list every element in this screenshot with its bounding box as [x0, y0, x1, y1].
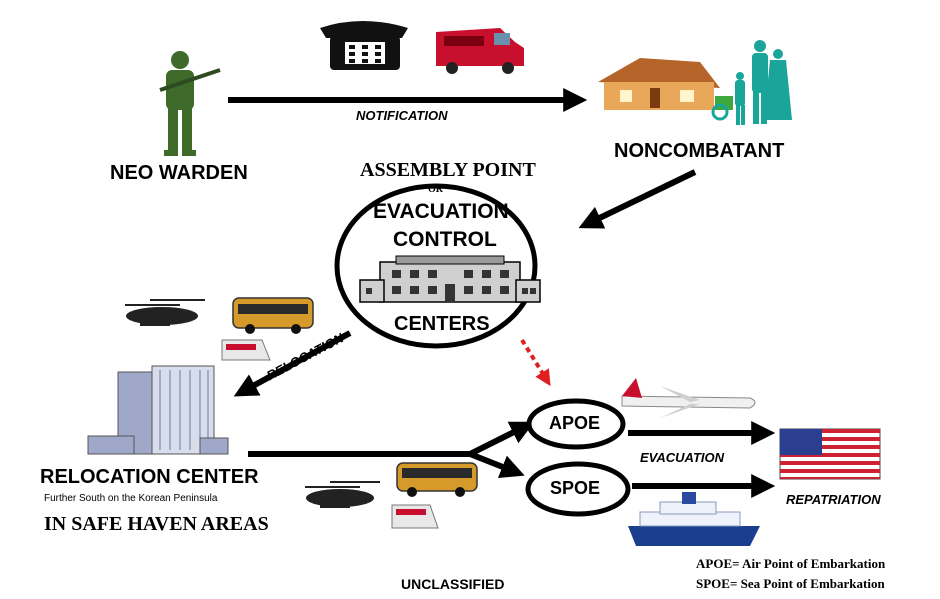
evacuation-node-label: EVACUATION — [373, 200, 509, 223]
apoe-label: APOE — [549, 413, 601, 433]
apoe-definition: APOE= Air Point of Embarkation — [696, 556, 886, 571]
notification-label: NOTIFICATION — [356, 108, 448, 123]
spoe-label: SPOE — [550, 478, 601, 498]
assembly-point-label: ASSEMBLY POINT — [360, 159, 536, 181]
noncombatant-label: NONCOMBATANT — [614, 140, 785, 162]
spoe-ellipse — [525, 461, 631, 517]
to-apoe-arrow — [468, 421, 535, 457]
to-apoe-dotted-arrow — [520, 338, 551, 387]
classification-label: UNCLASSIFIED — [401, 576, 505, 592]
bus-icon — [396, 462, 478, 497]
to-spoe-arrow — [468, 451, 525, 478]
van-icon — [436, 28, 524, 74]
apoe-ellipse — [526, 398, 626, 450]
centers-label: CENTERS — [394, 313, 490, 335]
ship-icon — [628, 492, 760, 546]
spoe-definition: SPOE= Sea Point of Embarkation — [696, 576, 885, 591]
train-icon — [221, 339, 271, 361]
evacuation-edge-label: EVACUATION — [640, 450, 725, 465]
family-icon — [711, 40, 792, 125]
us-flag-icon — [779, 428, 881, 480]
or-label: OR — [428, 184, 443, 195]
control-label: CONTROL — [393, 228, 497, 251]
hospital-building-icon — [87, 365, 229, 455]
bus-icon — [232, 297, 314, 334]
soldier-icon — [159, 51, 221, 156]
helicopter-icon — [125, 299, 205, 326]
safe-haven-label: IN SAFE HAVEN AREAS — [44, 513, 269, 535]
neo-warden-label: NEO WARDEN — [110, 162, 248, 184]
telephone-icon — [320, 21, 408, 70]
relocation-center-label: RELOCATION CENTER — [40, 466, 259, 488]
relocation-arrow — [233, 330, 352, 397]
train-icon — [391, 504, 439, 529]
relocation-subtitle: Further South on the Korean Peninsula — [44, 493, 218, 504]
repatriation-label: REPATRIATION — [786, 492, 881, 507]
airplane-icon — [621, 378, 756, 418]
building-icon — [359, 255, 541, 303]
house-icon — [598, 58, 733, 110]
noncombatant-to-assembly-arrow — [578, 169, 697, 229]
helicopter-icon — [305, 481, 380, 508]
